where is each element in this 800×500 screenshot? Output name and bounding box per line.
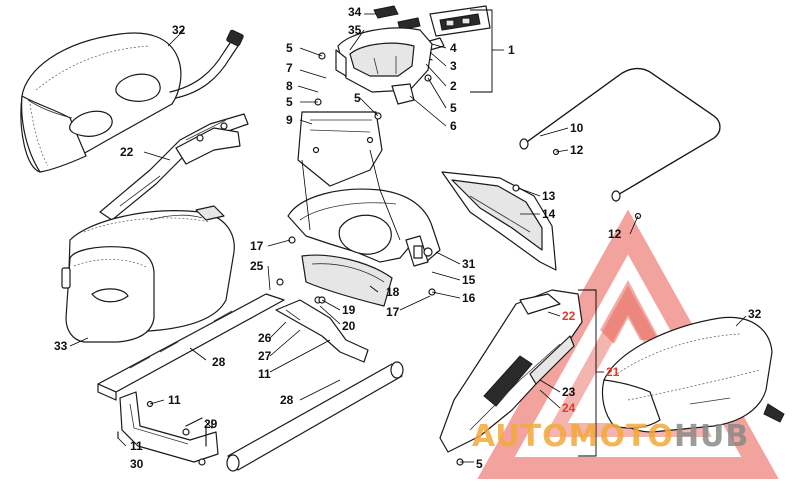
- svg-text:AUTOMOTOHUB: AUTOMOTOHUB: [472, 419, 749, 454]
- callout-11-upper: 11: [168, 393, 181, 407]
- callout-6: 6: [450, 119, 457, 133]
- callout-32-left: 32: [172, 23, 186, 37]
- fender-center: [287, 188, 441, 267]
- callout-15: 15: [462, 273, 476, 287]
- rail-28-lower: [226, 361, 404, 472]
- callout-28-upper: 28: [212, 355, 226, 369]
- bracket-30: [117, 391, 219, 466]
- leader-lines: [69, 9, 747, 463]
- watermark-moto: MOTO: [569, 419, 674, 454]
- callout-14: 14: [542, 207, 556, 221]
- callout-1: 1: [508, 43, 515, 57]
- callout-32-right: 32: [748, 307, 762, 321]
- callout-27: 27: [258, 349, 272, 363]
- bag-33-left: [61, 205, 235, 343]
- lens-pads-34: [373, 5, 421, 31]
- callout-35: 35: [348, 23, 362, 37]
- callout-29: 29: [204, 417, 218, 431]
- callout-labels: 32 22 33 28 17 25 26 27 11 28 11 11 29 3…: [54, 5, 762, 471]
- callout-18: 18: [386, 285, 400, 299]
- callout-13: 13: [542, 189, 556, 203]
- callout-11-mid: 11: [258, 367, 271, 381]
- callout-5-top: 5: [286, 41, 293, 55]
- callout-19: 19: [342, 303, 356, 317]
- callout-25: 25: [250, 259, 264, 273]
- grab-handle-10: [519, 67, 721, 202]
- panel-14: [441, 171, 557, 271]
- callout-16: 16: [462, 291, 476, 305]
- callout-8: 8: [286, 79, 293, 93]
- callout-24: 24: [562, 401, 576, 415]
- callout-17-lower: 17: [386, 305, 400, 319]
- watermark-text: AUTOMOTOHUB: [472, 419, 749, 454]
- bag-32-left: [20, 29, 244, 173]
- callout-22-left: 22: [120, 145, 134, 159]
- bracket-9: [297, 111, 383, 187]
- callout-3: 3: [450, 59, 457, 73]
- callout-23: 23: [562, 385, 576, 399]
- callout-7: 7: [286, 61, 293, 75]
- callout-34: 34: [348, 5, 362, 19]
- callout-5-mid: 5: [286, 95, 293, 109]
- callout-12-lower: 12: [608, 227, 622, 241]
- callout-20: 20: [342, 319, 356, 333]
- callout-31: 31: [462, 257, 476, 271]
- callout-30: 30: [130, 457, 144, 471]
- callout-26: 26: [258, 331, 272, 345]
- callout-28-lower: 28: [280, 393, 294, 407]
- callout-5-right: 5: [450, 101, 457, 115]
- panel-21-right: [439, 289, 583, 453]
- tail-light-assembly: [419, 5, 491, 61]
- callout-17-upper: 17: [250, 239, 264, 253]
- callout-33: 33: [54, 339, 68, 353]
- callout-10: 10: [570, 121, 584, 135]
- callout-9: 9: [286, 113, 293, 127]
- callout-21: 21: [606, 365, 620, 379]
- watermark-auto: AUTO: [472, 419, 569, 454]
- callout-2: 2: [450, 79, 457, 93]
- callout-11-lower: 11: [130, 439, 143, 453]
- mudflap-18: [301, 254, 393, 307]
- housing-35: [335, 27, 433, 105]
- watermark-hub: HUB: [674, 419, 749, 454]
- callout-5-center: 5: [354, 91, 361, 105]
- callout-12-upper: 12: [570, 143, 584, 157]
- bag-32-right: [601, 316, 785, 433]
- callout-5-bottom: 5: [476, 457, 483, 471]
- callout-22-right: 22: [562, 309, 576, 323]
- callout-4: 4: [450, 41, 457, 55]
- bracket-22-left: [99, 113, 249, 221]
